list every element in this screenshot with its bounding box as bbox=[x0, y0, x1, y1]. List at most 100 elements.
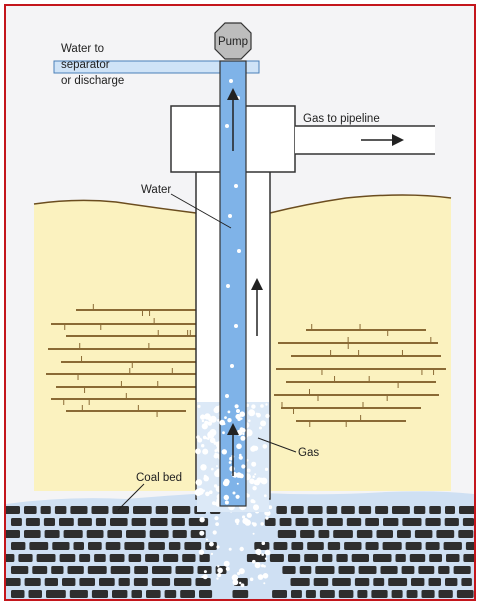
gas-bubble bbox=[240, 435, 246, 441]
coal-block bbox=[413, 506, 426, 514]
coal-block bbox=[44, 530, 60, 538]
coal-block bbox=[463, 554, 474, 562]
gas-bubble bbox=[236, 409, 240, 413]
gas-bubble bbox=[234, 518, 240, 524]
coal-block bbox=[172, 506, 191, 514]
coal-block bbox=[300, 530, 315, 538]
coal-block bbox=[67, 566, 84, 574]
gas-to-pipeline-label: Gas to pipeline bbox=[303, 113, 380, 125]
coal-block bbox=[446, 554, 460, 562]
coal-block bbox=[438, 590, 453, 598]
coal-block bbox=[327, 542, 341, 550]
coal-block bbox=[397, 530, 411, 538]
coal-block bbox=[358, 566, 377, 574]
octagon-pump-icon bbox=[214, 22, 252, 60]
gas-bubble bbox=[203, 570, 207, 574]
gas-bubble bbox=[201, 575, 204, 579]
coal-block bbox=[421, 590, 435, 598]
coal-block bbox=[11, 518, 22, 526]
coal-block bbox=[380, 566, 398, 574]
coal-block bbox=[36, 554, 56, 562]
gas-bubble bbox=[252, 559, 256, 564]
coal-block bbox=[445, 578, 458, 586]
coal-block bbox=[79, 554, 91, 562]
coal-block bbox=[91, 506, 109, 514]
gas-bubble bbox=[263, 565, 266, 568]
coal-block bbox=[87, 566, 107, 574]
gas-bubble bbox=[202, 574, 208, 580]
gas-bubble bbox=[253, 504, 259, 511]
coal-block bbox=[128, 554, 142, 562]
gas-leader-line bbox=[257, 437, 297, 453]
coal-block bbox=[149, 530, 169, 538]
coal-block bbox=[458, 530, 474, 538]
gas-bubble bbox=[246, 493, 250, 498]
coal-block bbox=[197, 566, 212, 574]
coal-block bbox=[151, 578, 171, 586]
gas-bubble bbox=[260, 404, 264, 408]
water-discharge-label-2: separator bbox=[61, 59, 110, 71]
coal-block bbox=[254, 542, 270, 550]
coal-block bbox=[46, 590, 66, 598]
coal-block bbox=[131, 590, 142, 598]
gas-bubble bbox=[236, 443, 242, 450]
gas-bubble bbox=[244, 519, 251, 526]
coal-block bbox=[401, 566, 415, 574]
gas-bubble bbox=[239, 581, 242, 585]
gas-bubble bbox=[232, 491, 236, 495]
water-leader-line bbox=[170, 193, 232, 229]
coal-block bbox=[299, 566, 312, 574]
gas-bubble bbox=[251, 461, 257, 467]
coal-block bbox=[91, 590, 108, 598]
coal-block bbox=[277, 530, 297, 538]
coal-block bbox=[376, 530, 393, 538]
coal-block bbox=[145, 554, 160, 562]
coal-block bbox=[291, 542, 304, 550]
coal-block bbox=[180, 590, 195, 598]
coal-block bbox=[51, 566, 64, 574]
gas-bubble bbox=[202, 448, 209, 455]
coal-block bbox=[279, 518, 292, 526]
diagram-frame: Pump Water to separator or discharge Gas… bbox=[4, 4, 476, 601]
coal-block bbox=[112, 506, 129, 514]
coal-block bbox=[171, 518, 185, 526]
coal-blocks bbox=[6, 506, 474, 598]
gas-bubble bbox=[198, 549, 205, 555]
coal-block bbox=[70, 506, 88, 514]
gas-bubble bbox=[229, 466, 235, 472]
coal-block bbox=[18, 554, 33, 562]
coal-block bbox=[291, 590, 302, 598]
gas-bubble bbox=[230, 364, 234, 368]
gas-bubble bbox=[254, 473, 257, 476]
gas-bubble bbox=[260, 420, 267, 427]
gas-bubble bbox=[235, 494, 240, 499]
gas-bubble bbox=[260, 522, 264, 526]
gas-bubble bbox=[224, 500, 229, 505]
coal-block bbox=[44, 578, 58, 586]
coal-block bbox=[453, 566, 471, 574]
gas-bubble bbox=[248, 419, 251, 423]
gas-bubble bbox=[210, 552, 214, 556]
coal-block bbox=[86, 530, 104, 538]
gas-bubble bbox=[209, 437, 216, 444]
gas-bubble bbox=[240, 583, 245, 588]
water-label: Water bbox=[141, 184, 171, 196]
coal-block bbox=[11, 590, 25, 598]
gas-bubble bbox=[261, 541, 266, 545]
gas-bubble bbox=[253, 445, 259, 451]
gas-bubble bbox=[216, 545, 220, 549]
gas-bubble bbox=[249, 478, 255, 485]
coal-block bbox=[105, 542, 121, 550]
coal-block bbox=[184, 542, 202, 550]
gas-bubble bbox=[224, 495, 229, 501]
coal-block bbox=[172, 530, 187, 538]
coal-block bbox=[63, 530, 83, 538]
coal-block bbox=[307, 542, 324, 550]
coal-block bbox=[40, 506, 51, 514]
coal-block bbox=[174, 578, 192, 586]
gas-bubble bbox=[262, 444, 268, 449]
coal-block bbox=[131, 518, 147, 526]
coal-block bbox=[43, 518, 55, 526]
coal-block bbox=[418, 566, 435, 574]
coal-block bbox=[163, 554, 179, 562]
